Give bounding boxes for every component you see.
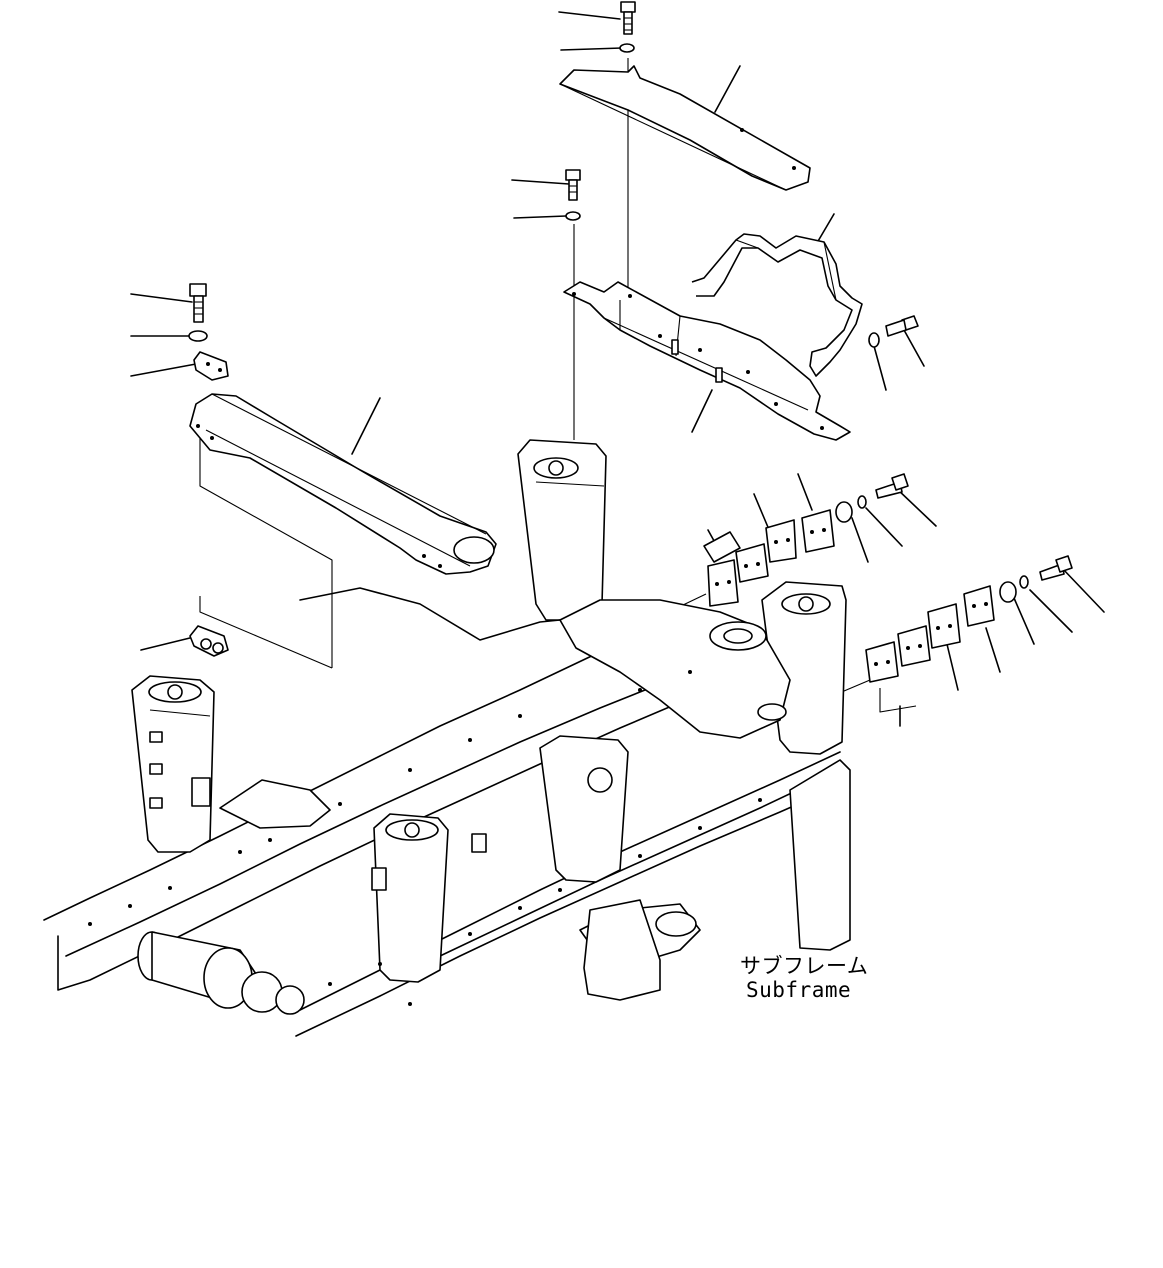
leader-lines: [130, 11, 1105, 727]
bolt-top: [620, 1, 636, 35]
cross-member: [563, 281, 851, 441]
top-cover-plate: [559, 65, 811, 191]
cross-tube: [189, 393, 497, 575]
washer-middle: [565, 211, 581, 221]
pad-stack-upper: [703, 473, 909, 607]
subframe: [43, 439, 851, 1037]
washer-left: [188, 330, 208, 342]
washer-bracket: [868, 332, 880, 348]
support-bracket: [691, 233, 863, 377]
subframe-label-jp: サブフレーム: [740, 954, 869, 978]
subframe-label-en: Subframe: [746, 978, 852, 1002]
pad-stack-lower: [865, 555, 1073, 683]
clamp-block-left: [193, 351, 229, 381]
bolt-bracket: [885, 315, 919, 337]
washer-top: [619, 43, 635, 53]
bolt-middle: [565, 169, 581, 201]
bolt-left: [189, 283, 207, 323]
clamp-block-lower: [189, 625, 229, 657]
